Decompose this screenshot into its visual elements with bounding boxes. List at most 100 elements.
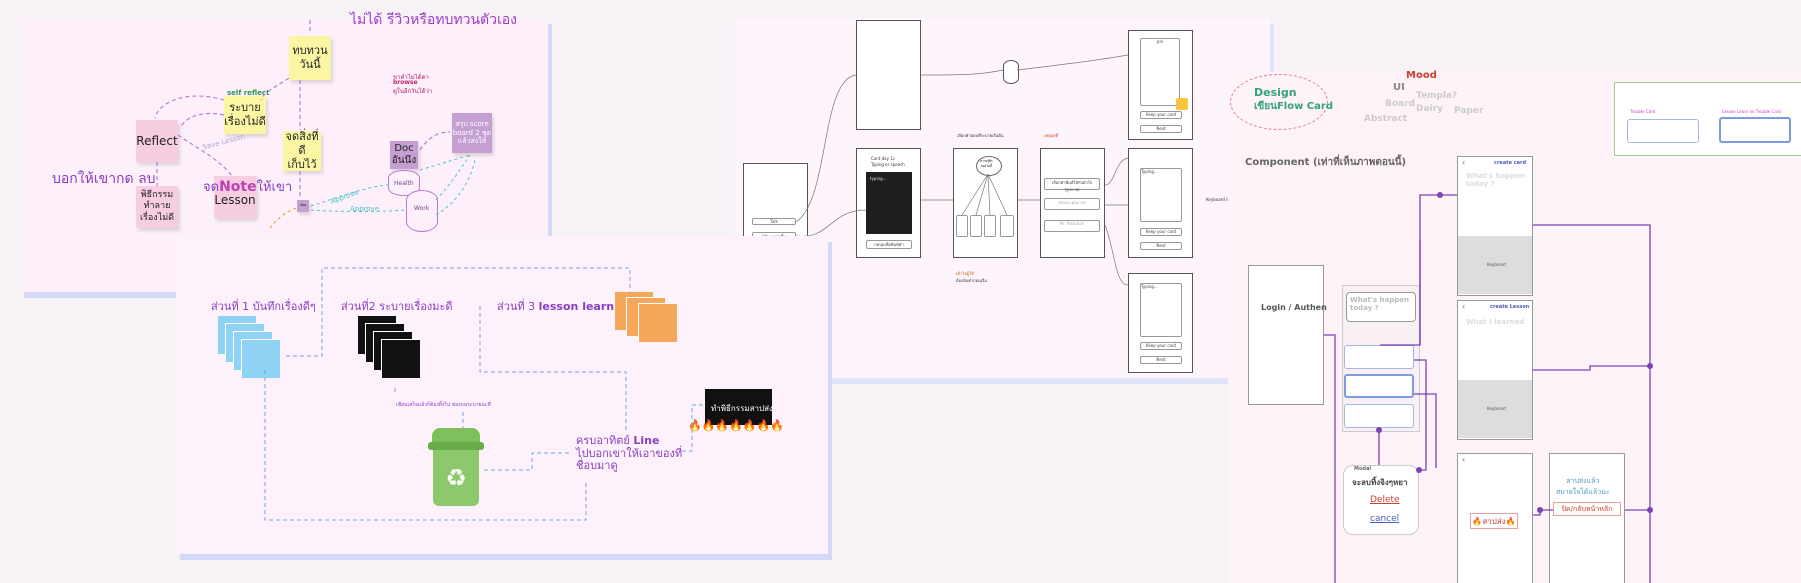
emotion-option-3[interactable] xyxy=(984,215,996,237)
next-button-2[interactable]: Next xyxy=(1140,242,1182,250)
self-reflect-label: self reflect xyxy=(227,89,270,97)
next-button-1[interactable]: Next xyxy=(1140,125,1182,133)
legend-lesson: Lesson Learn on Trouble Card xyxy=(1722,109,1781,114)
sticky-note-good[interactable]: จดสิ่งที่ดี เก็บไว้ xyxy=(283,130,321,171)
emotion-title: เลือกคำตอบที่ระบายเริ่มต้น xyxy=(957,133,1004,138)
keep-card-button-3[interactable]: Keep your card xyxy=(1140,342,1182,350)
cancel-link[interactable]: cancel xyxy=(1370,514,1400,524)
note-lesson-suffix: ให้เขา xyxy=(256,180,293,195)
typing-area-2[interactable]: Typing... xyxy=(1140,283,1182,337)
sticky-lesson[interactable]: Lesson xyxy=(214,176,256,218)
template-label: Templa? xyxy=(1416,91,1458,101)
diary-subtitle: Typing or speech xyxy=(871,162,905,167)
list-card-3[interactable] xyxy=(1344,404,1414,428)
emotion-option-4[interactable] xyxy=(1000,215,1014,237)
dairy-label: Dairy xyxy=(1416,104,1443,114)
note-lesson-prefix: จด xyxy=(203,180,220,195)
talk-button[interactable]: Talk xyxy=(752,218,796,225)
fire-ritual-title: ทำพิธีกรรมสาปส่ง xyxy=(711,404,773,413)
modal-label: Modal xyxy=(1354,466,1372,472)
legend-trouble-card xyxy=(1627,119,1699,143)
line-prefix: ครบอาทิตย์ xyxy=(576,434,630,447)
note-lesson-title: จดNoteให้เขา xyxy=(203,176,292,197)
back-icon-2[interactable]: ‹ xyxy=(1462,302,1466,311)
choice-title: เหตุผลที่ xyxy=(1044,133,1059,138)
choice-3[interactable]: Mr. Reaction xyxy=(1044,220,1100,232)
abstract-label: Abstract xyxy=(1364,114,1408,124)
list-card-1[interactable] xyxy=(1344,345,1414,369)
emotion-center: ความรู้สึก ของวันนี้ xyxy=(980,159,993,168)
list-card-2[interactable] xyxy=(1344,374,1414,398)
arrow-note: เขียนเสร็จแล้วก็ต้องทิ้งไป ช่องบนระบายนะ… xyxy=(396,402,491,408)
delete-link[interactable]: Delete xyxy=(1370,495,1400,505)
component-title: Component (เท่าที่เห็นภาพตอนนี้) xyxy=(1245,157,1407,168)
choice-2[interactable]: ลักษณะคุณภาพ xyxy=(1044,198,1100,210)
diary-title: Card day 1c xyxy=(871,156,896,161)
line-word: Line xyxy=(633,434,660,447)
typing-label: typing... xyxy=(870,176,887,181)
whats-happen-input[interactable]: What's happen today ? xyxy=(1346,292,1416,322)
create-card-link[interactable]: create card xyxy=(1494,160,1527,166)
chat-badge-icon[interactable] xyxy=(1176,98,1188,110)
design-label-1: Design xyxy=(1254,86,1297,99)
sticky-review-today[interactable]: ทบทวน วันนี้ xyxy=(289,36,331,80)
side-note: Keyboard is xyxy=(1206,197,1230,202)
diary-button[interactable]: กดปุ่มเพื่อพิมพ์คำ xyxy=(866,240,912,249)
login-screen xyxy=(1248,265,1324,405)
emotion-option-1[interactable] xyxy=(956,215,968,237)
back-icon-3[interactable]: ‹ xyxy=(1462,455,1466,464)
create-lesson-link[interactable]: create Lesson xyxy=(1490,304,1530,310)
login-label: Login / Authen xyxy=(1261,303,1327,312)
tell-erase-label: บอกให้เขากด ลบ xyxy=(52,171,156,187)
keyboard-1[interactable] xyxy=(1458,236,1532,294)
choice-1[interactable]: เลือกคำพิมพ์ให้กับตัวใจ (รูปภาพ) xyxy=(1044,178,1100,192)
close-button[interactable]: ปิด/กลับหน้าหลัก xyxy=(1553,502,1621,516)
browse-note-3: ดูในอีกวันได้ว่า xyxy=(393,88,433,95)
wireframe-blank-screen xyxy=(856,20,921,130)
recycle-bin-icon: ♻ xyxy=(428,428,484,506)
paper-label: Paper xyxy=(1454,106,1484,116)
design-ellipse xyxy=(1230,74,1328,130)
sticky-reflect[interactable]: Reflect xyxy=(136,120,178,162)
delete-modal xyxy=(1343,465,1419,535)
diary-dark-panel[interactable] xyxy=(866,172,912,234)
curse-button[interactable]: 🔥สาปส่ง🔥 xyxy=(1470,513,1518,529)
health-label: Health xyxy=(394,180,414,187)
part3-title: ส่วนที่ 3 lesson learn xyxy=(497,297,614,315)
typing-area[interactable]: Typing... xyxy=(1140,168,1182,222)
legend-trouble: Trouble Card xyxy=(1630,109,1656,114)
back-icon-1[interactable]: ‹ xyxy=(1462,158,1466,167)
browse-note-2: browse xyxy=(393,79,418,86)
legend-lesson-card xyxy=(1719,117,1791,143)
curse-done-screen xyxy=(1549,453,1625,583)
wireframe-card-screen xyxy=(1128,30,1193,140)
board1-top-title: ไม่ได้ รีวิวหรือทบทวนตัวเอง xyxy=(350,12,518,28)
emotion-footnote-2: ต้องนับคำก่อนเริ่ม xyxy=(956,278,987,283)
work-label: Work xyxy=(414,205,430,212)
part3-word: lesson learn xyxy=(538,300,615,313)
whats-happen-2: What's happen today ? xyxy=(1466,172,1525,188)
emotion-footnote-1: เข้าใจผู้ใช้ xyxy=(956,271,974,276)
note-lesson-word: Note xyxy=(219,179,257,195)
work-database-cylinder xyxy=(406,190,438,232)
db-cylinder xyxy=(1003,60,1019,84)
emotion-option-2[interactable] xyxy=(970,215,982,237)
fire-ritual-card[interactable] xyxy=(705,389,772,425)
sticky-doc[interactable]: Doc อันนึง xyxy=(390,141,418,169)
keep-card-button-2[interactable]: Keep your card xyxy=(1140,228,1182,236)
next-button-3[interactable]: Next xyxy=(1140,356,1182,364)
keyboard-2[interactable] xyxy=(1458,380,1532,438)
sticky-vent-story[interactable]: ระบาย เรื่องไม่ดี xyxy=(224,96,266,134)
mood-label: Mood xyxy=(1406,70,1437,81)
browse-note-1: ขาดำไม่ได้ดา xyxy=(393,74,429,81)
sticky-ritual[interactable]: พิธีกรรม ทำลาย เรื่องไม่ดี xyxy=(136,186,178,228)
modal-question: จะลบทิ้งจิงๆหยา xyxy=(1352,478,1408,487)
keyboard-label-2: Keyboard xyxy=(1487,406,1506,411)
board-label: Board xyxy=(1385,99,1415,109)
sticky-summary-board[interactable]: สรุป score board 2 ชุด แล้วส่งให้ xyxy=(452,113,492,153)
keyboard-label-1: Keyboard xyxy=(1487,262,1506,267)
keep-card-button-1[interactable]: Keep your card xyxy=(1140,111,1182,119)
